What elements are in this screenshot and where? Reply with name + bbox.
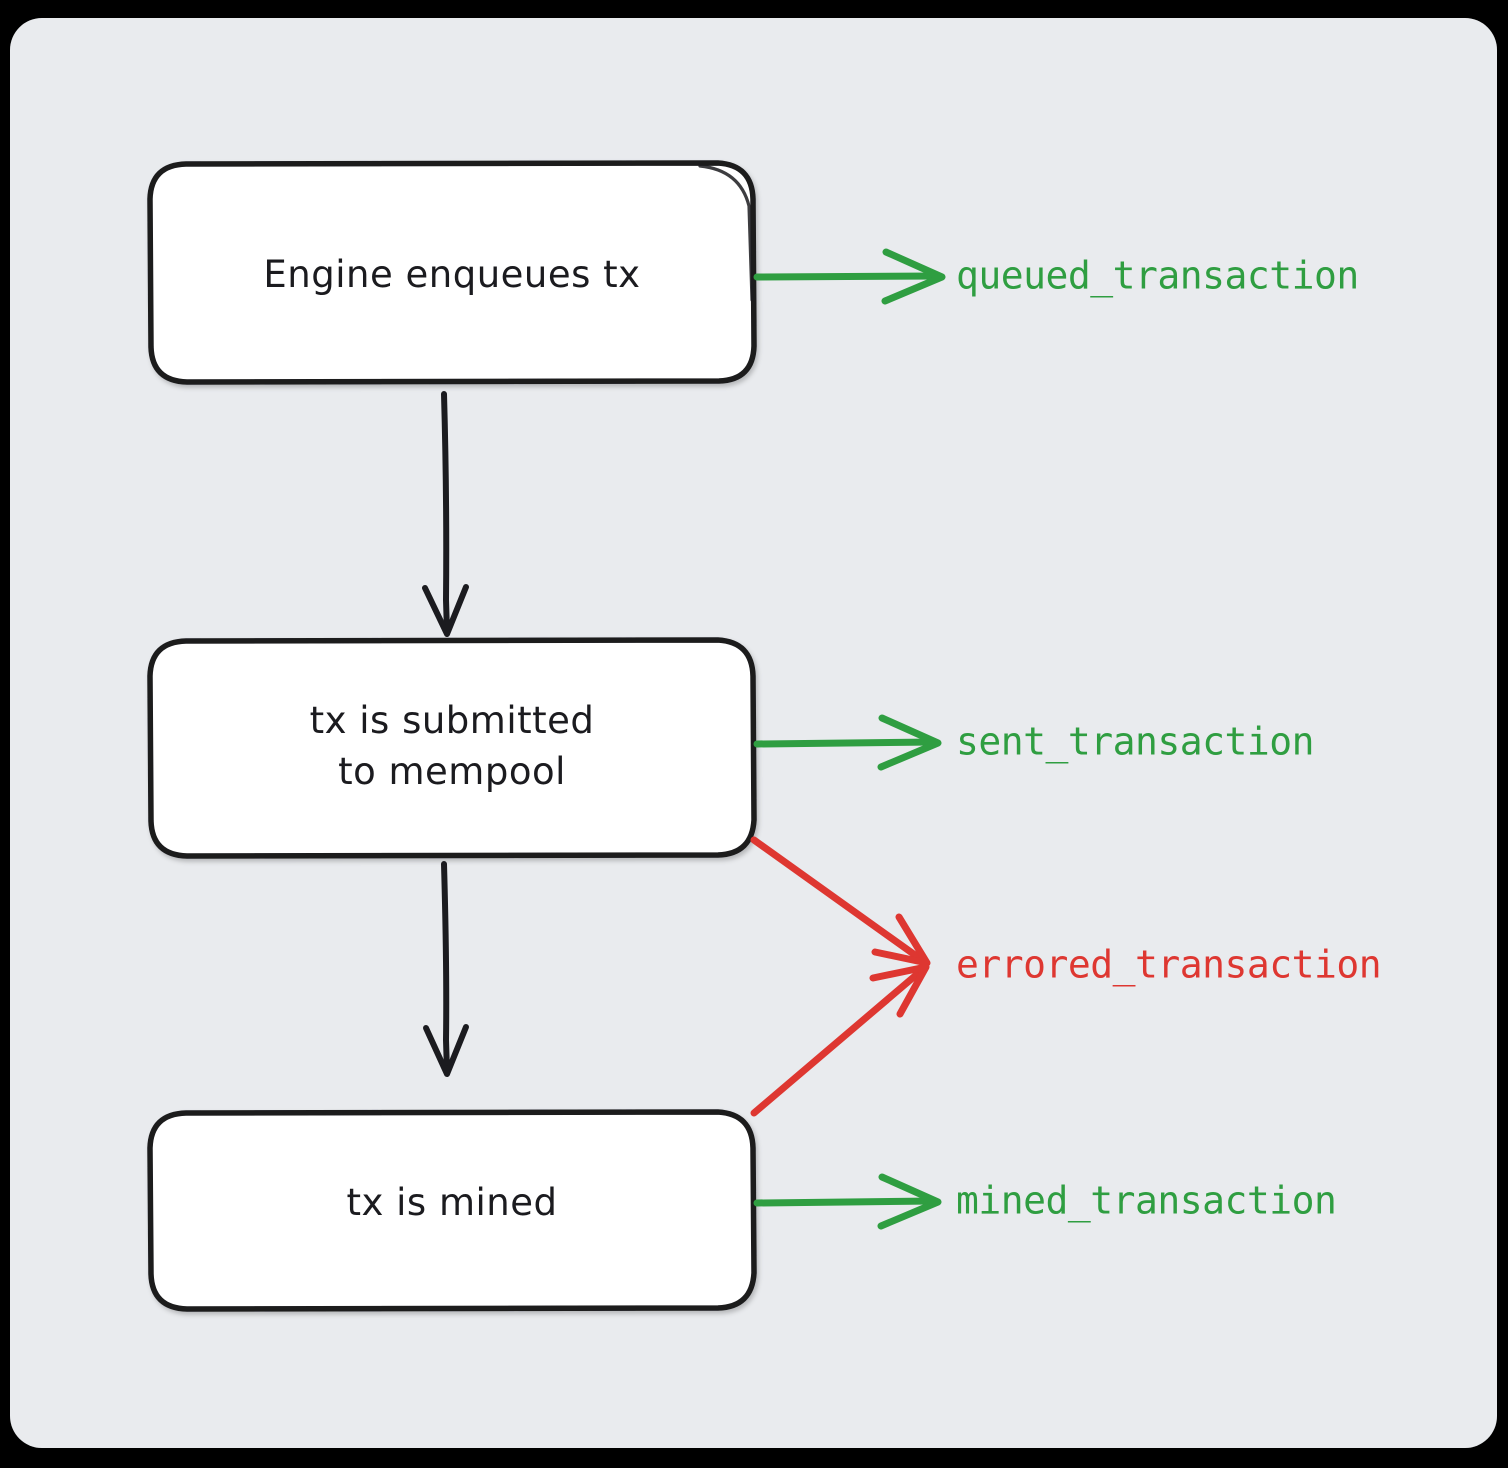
event-label-queued: queued_transaction <box>956 254 1359 299</box>
node-mined-shape <box>147 1109 757 1312</box>
node-mined-label: tx is mined <box>346 1181 557 1224</box>
event-arrow-sent <box>753 714 942 771</box>
event-arrow-queued <box>753 248 946 305</box>
event-label-sent: sent_transaction <box>956 720 1314 765</box>
node-enqueued[interactable]: Engine enqueues tx <box>147 160 757 385</box>
node-enqueued-shape <box>147 160 757 385</box>
event-label-errored: errored_transaction <box>956 943 1381 988</box>
event-arrow-errored-from-submitted <box>750 836 931 967</box>
event-arrow-errored-from-mined <box>750 963 930 1117</box>
node-mined[interactable]: tx is mined <box>147 1109 757 1312</box>
node-submitted-shape <box>147 637 757 859</box>
node-submitted-label-line2: to mempool <box>338 750 566 793</box>
event-arrow-mined <box>753 1173 942 1230</box>
event-label-mined: mined_transaction <box>956 1179 1336 1224</box>
node-enqueued-label: Engine enqueues tx <box>263 253 640 296</box>
flow-arrow-enqueued-to-submitted <box>422 391 469 637</box>
node-submitted[interactable]: tx is submitted to mempool <box>147 637 757 859</box>
node-submitted-label-line1: tx is submitted <box>310 699 595 742</box>
node-enqueued-sketch-overstroke <box>698 164 754 302</box>
flow-arrow-submitted-to-mined <box>423 861 469 1077</box>
